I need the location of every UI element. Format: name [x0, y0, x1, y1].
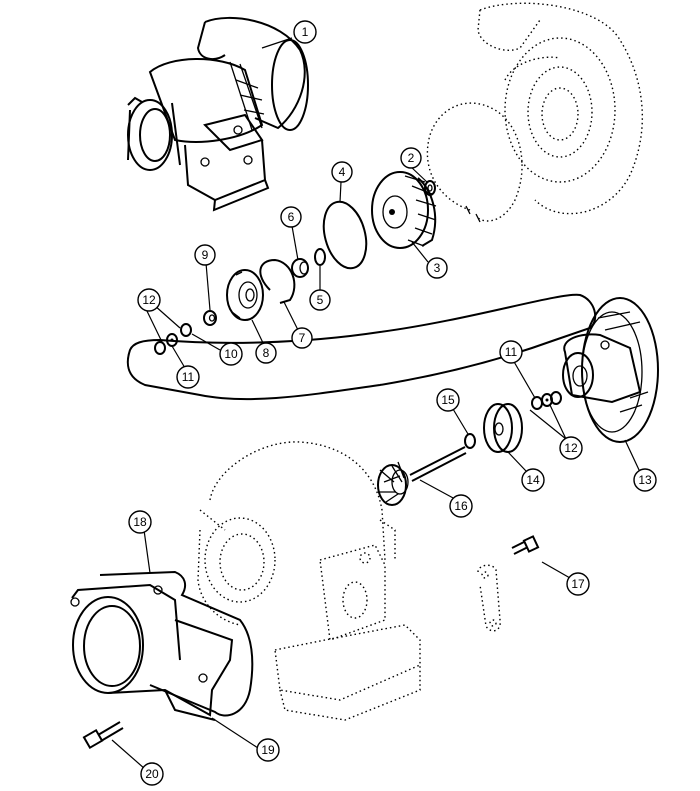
svg-text:7: 7 — [299, 331, 306, 345]
svg-text:11: 11 — [182, 370, 195, 384]
turbine-housing-dotted — [197, 441, 421, 721]
callout-6: 6 — [280, 206, 302, 228]
svg-text:19: 19 — [261, 743, 275, 757]
svg-text:9: 9 — [202, 248, 209, 262]
callout-10: 10 — [219, 342, 243, 366]
bearing-housing-13 — [562, 297, 659, 443]
callout-20: 20 — [140, 762, 164, 786]
bolt-20 — [82, 721, 124, 750]
callout-8: 8 — [255, 342, 277, 364]
svg-text:14: 14 — [526, 473, 540, 487]
o-ring-4 — [322, 200, 368, 270]
callout-15: 15 — [436, 388, 460, 412]
callout-19: 19 — [256, 738, 280, 762]
callout-16: 16 — [449, 494, 473, 518]
svg-text:13: 13 — [638, 473, 652, 487]
callout-2: 2 — [400, 147, 422, 169]
svg-text:17: 17 — [571, 577, 585, 591]
gasket-18 — [99, 570, 254, 717]
screw-17 — [511, 535, 540, 555]
bearing-housing-outline — [126, 293, 597, 401]
callout-12-left: 12 — [137, 288, 161, 312]
callout-4: 4 — [331, 161, 353, 183]
callout-18: 18 — [128, 510, 152, 534]
svg-text:16: 16 — [454, 499, 468, 513]
leader-lines — [111, 37, 641, 770]
svg-text:5: 5 — [317, 293, 324, 307]
svg-text:12: 12 — [142, 293, 156, 307]
svg-text:3: 3 — [434, 261, 441, 275]
turbine-wheel-shaft-16 — [377, 446, 467, 506]
callout-17: 17 — [566, 572, 590, 596]
compressor-wheel — [371, 171, 437, 249]
callout-7: 7 — [291, 327, 313, 349]
svg-text:1: 1 — [302, 25, 309, 39]
callout-14: 14 — [521, 468, 545, 492]
callout-12-right: 12 — [559, 436, 583, 460]
svg-text:2: 2 — [408, 151, 415, 165]
callout-11-right: 11 — [499, 340, 523, 364]
snap-ring-dotted — [426, 102, 523, 223]
bracket-17 — [477, 564, 501, 632]
callout-1: 1 — [293, 20, 317, 44]
svg-text:18: 18 — [133, 515, 147, 529]
svg-text:4: 4 — [339, 165, 346, 179]
svg-text:8: 8 — [263, 346, 270, 360]
thrust-collar-6 — [291, 258, 309, 278]
svg-text:10: 10 — [224, 347, 238, 361]
callout-3: 3 — [426, 257, 448, 279]
seal-and-bearing-right — [531, 391, 562, 410]
heat-shield-14 — [483, 403, 523, 453]
compressor-housing-dotted — [477, 2, 643, 215]
callout-5: 5 — [309, 289, 331, 311]
nut-2 — [424, 180, 436, 196]
callout-11-left: 11 — [176, 365, 200, 389]
svg-text:6: 6 — [288, 210, 295, 224]
svg-text:11: 11 — [505, 345, 518, 359]
svg-text:15: 15 — [441, 393, 455, 407]
outlet-elbow-19 — [70, 583, 234, 721]
callout-9: 9 — [194, 244, 216, 266]
seal-ring-15 — [464, 433, 476, 449]
svg-text:20: 20 — [145, 767, 159, 781]
turbocharger-assembly — [127, 16, 309, 212]
insert-8 — [226, 269, 264, 321]
retaining-ring-7 — [259, 258, 296, 304]
bushing-9 — [203, 310, 217, 326]
callout-13: 13 — [633, 468, 657, 492]
seal-ring-5 — [314, 248, 326, 266]
svg-text:12: 12 — [564, 441, 578, 455]
